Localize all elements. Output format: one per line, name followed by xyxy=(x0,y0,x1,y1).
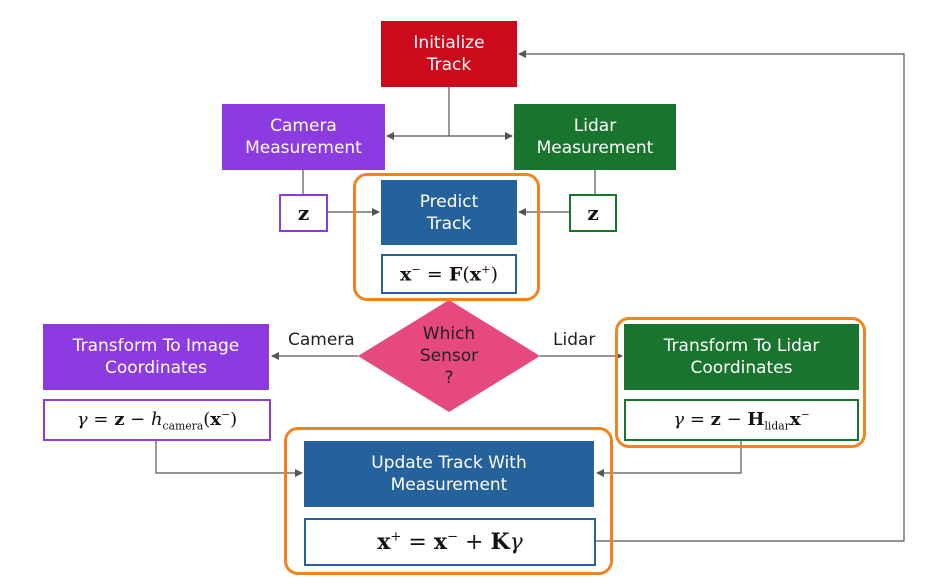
edge-update-to-initialize xyxy=(518,50,905,542)
predict-track-node: Predict Track xyxy=(381,180,517,245)
lidar-z-box: z xyxy=(569,194,617,232)
edge-camera-transform-to-update xyxy=(155,441,303,477)
transform-lidar-node: Transform To Lidar Coordinates xyxy=(624,324,859,390)
lidar-transform-highlight xyxy=(615,317,866,448)
camera-residual-equation: γ = z − hcamera(x−) xyxy=(43,399,271,441)
predict-equation: x− = F(x+) xyxy=(381,254,517,294)
initialize-track-node: Initialize Track xyxy=(381,21,517,87)
edge-lidar-transform-to-update xyxy=(596,441,742,477)
sensor-diamond xyxy=(358,300,540,412)
camera-measurement-node: Camera Measurement xyxy=(222,104,385,170)
predict-highlight xyxy=(353,173,540,301)
camera-edge-label: Camera xyxy=(288,330,355,350)
lidar-edge-label: Lidar xyxy=(553,330,596,350)
transform-image-node: Transform To Image Coordinates xyxy=(43,324,269,390)
update-equation: x+ = x− + Kγ xyxy=(304,518,596,566)
sensor-decision-label: Which Sensor ? xyxy=(419,324,479,388)
update-highlight xyxy=(284,427,613,575)
update-track-node: Update Track With Measurement xyxy=(304,441,594,507)
lidar-residual-equation: γ = z − Hlidarx− xyxy=(624,399,859,441)
lidar-measurement-node: Lidar Measurement xyxy=(514,104,676,170)
camera-z-box: z xyxy=(279,194,328,232)
